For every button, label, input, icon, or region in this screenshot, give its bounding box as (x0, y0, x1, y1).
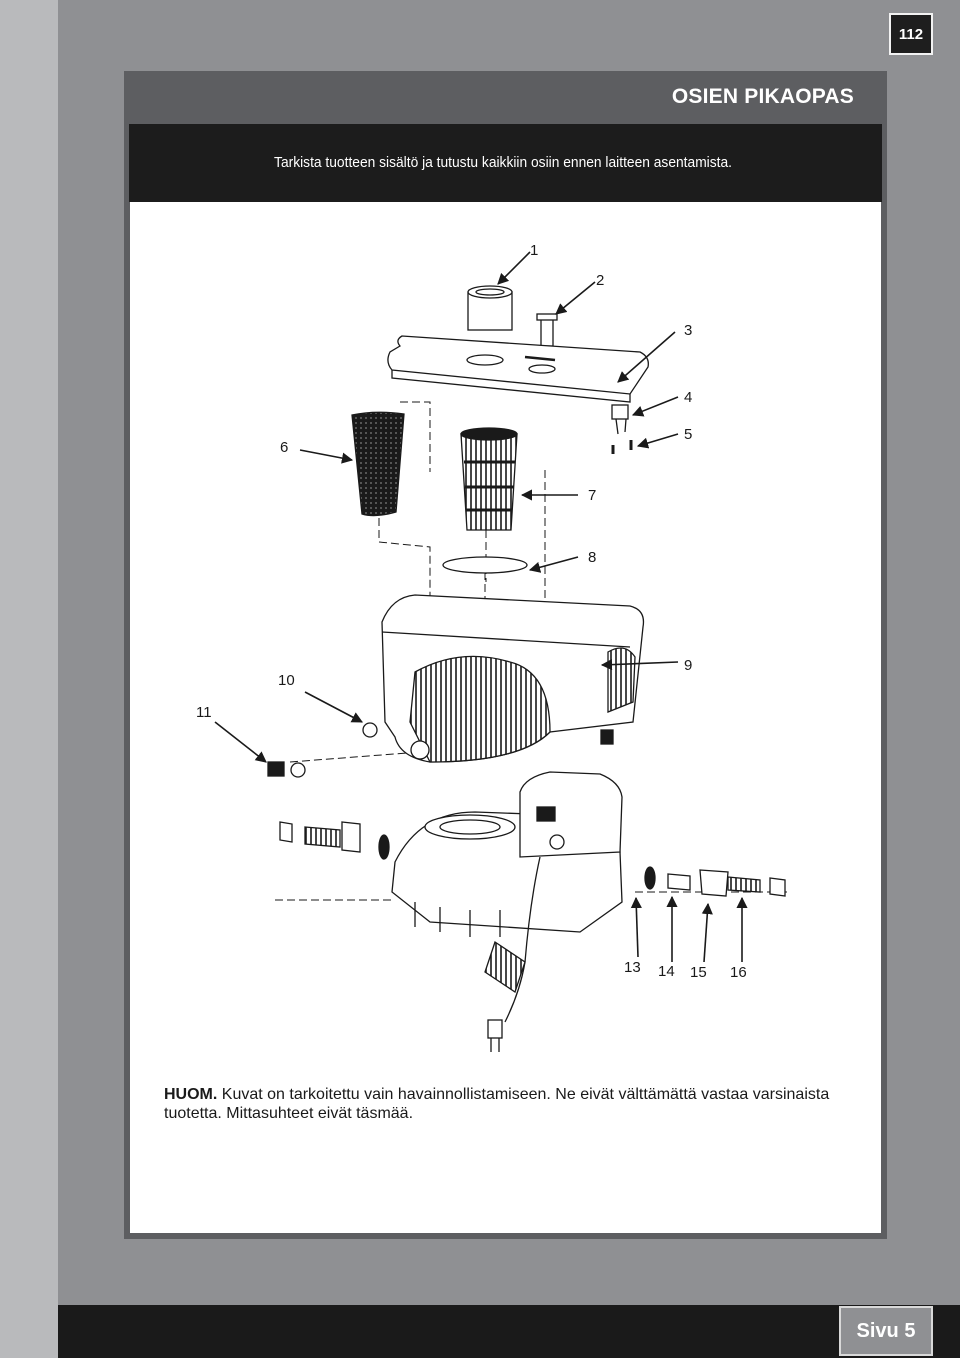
callout-4: 4 (684, 389, 692, 406)
right-fittings (644, 866, 786, 897)
subtitle-text: Tarkista tuotteen sisältö ja tutustu kai… (274, 154, 732, 171)
part-9-housing (362, 594, 645, 763)
callout-arrow-6 (299, 449, 354, 464)
guide-line (400, 401, 431, 472)
footer-bar (58, 1305, 960, 1358)
part-8-gasket (442, 556, 528, 574)
callout-arrow-11 (214, 721, 267, 763)
left-fittings (279, 821, 390, 860)
callout-arrow-1 (497, 251, 531, 285)
left-margin-band (0, 0, 58, 1358)
callout-11: 11 (196, 704, 212, 721)
part-6-filter-bag (351, 411, 405, 517)
part-7-filter-cartridge (460, 427, 518, 531)
callout-1: 1 (530, 242, 538, 259)
part-5-screws (611, 440, 633, 454)
callout-10: 10 (278, 672, 295, 689)
callout-16: 16 (730, 964, 747, 981)
subtitle-band: Tarkista tuotteen sisältö ja tutustu kai… (129, 124, 882, 202)
callout-arrow-15 (701, 902, 713, 963)
callout-arrow-4 (631, 396, 679, 417)
page-footer-label: Sivu 5 (839, 1306, 933, 1356)
callout-arrow-3 (617, 331, 676, 383)
callout-3: 3 (684, 322, 692, 339)
pump-unit (519, 771, 623, 858)
power-cord (484, 856, 541, 1052)
callout-9: 9 (684, 657, 692, 674)
page-title: OSIEN PIKAOPAS (671, 85, 854, 108)
callout-14: 14 (658, 963, 675, 980)
callout-arrow-8 (528, 556, 579, 573)
part-2-pin (536, 313, 558, 347)
callout-2: 2 (596, 272, 604, 289)
parts-diagram: 1 2 3 4 5 6 7 8 9 10 11 13 14 15 16 (196, 242, 790, 1052)
callout-13: 13 (624, 959, 641, 976)
callout-arrow-10 (304, 691, 363, 723)
note-text: Kuvat on tarkoitettu vain havainnollista… (164, 1086, 830, 1122)
callout-15: 15 (690, 964, 707, 981)
callout-6: 6 (280, 439, 288, 456)
part-3-lid (387, 335, 649, 403)
callout-7: 7 (588, 487, 596, 504)
guide-line (289, 751, 421, 763)
part-4-latch (611, 404, 629, 435)
callout-arrow-2 (555, 281, 596, 315)
disclaimer-note: HUOM. Kuvat on tarkoitettu vain havainno… (164, 1085, 864, 1123)
callout-arrow-13 (630, 896, 642, 958)
note-label: HUOM. (164, 1086, 218, 1103)
callout-arrow-9 (600, 659, 679, 671)
part-11-plug (267, 761, 306, 778)
quick-guide-panel: OSIEN PIKAOPAS Tarkista tuotteen sisältö… (124, 71, 887, 1239)
page-number-badge: 112 (889, 13, 933, 55)
callout-5: 5 (684, 426, 692, 443)
callout-8: 8 (588, 549, 596, 566)
part-1-cup (467, 285, 513, 331)
callout-arrow-5 (636, 433, 679, 449)
content-area: 1 2 3 4 5 6 7 8 9 10 11 13 14 15 16 HUOM… (130, 202, 881, 1233)
